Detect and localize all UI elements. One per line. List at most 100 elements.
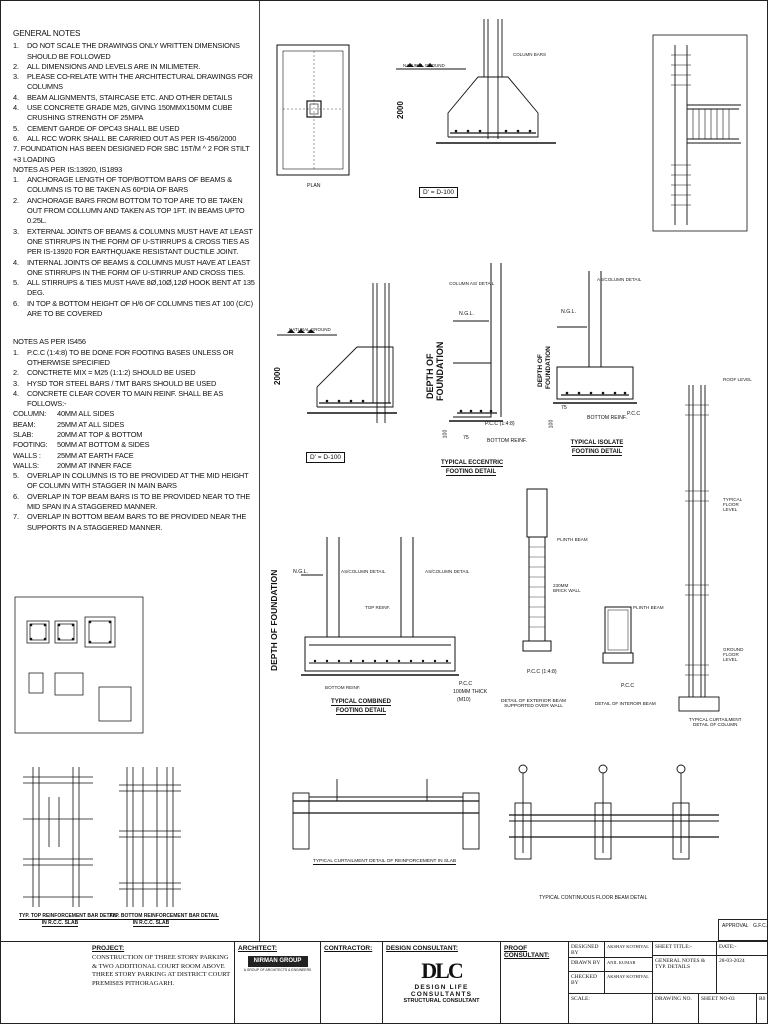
notes-panel: GENERAL NOTES 1.DO NOT SCALE THE DRAWING… <box>13 29 257 533</box>
note-number: 6. <box>13 298 19 308</box>
overlap-notes-list: 5.OVERLAP IN COLUMNS IS TO BE PROVIDED A… <box>13 471 257 533</box>
cover-row: FOOTING:50MM AT BOTTOM & SIDES <box>13 440 257 450</box>
dim-2000b-label: 2000 <box>273 367 282 385</box>
architect-sub: A GROUP OF ARCHITECTS & ENGINEERS <box>243 968 312 972</box>
typical-floor-label: TYPICAL FLOOR LEVEL <box>723 497 742 512</box>
interior-beam-drawing <box>602 606 634 664</box>
combined-footing-drawing <box>301 537 459 676</box>
cover-row: SLAB: 20MM AT TOP & BOTTOM <box>13 430 257 440</box>
dim-75-label: 75 <box>463 435 469 441</box>
is456-notes-list: 1.P.C.C (1:4:8) TO BE DONE FOR FOOTING B… <box>13 348 257 410</box>
date-label: DATE:- <box>717 942 768 956</box>
note-text: ANCHORAGE BARS FROM BOTTOM TO TOP ARE TO… <box>27 195 245 226</box>
note-item: 2.CONCTRETE MIX = M25 (1:1:2) SHOULD BE … <box>13 368 257 378</box>
note-item: 4. INTERNAL JOINTS OF BEAMS & COLUMNS MUS… <box>13 258 257 279</box>
note-item: 2. ANCHORAGE BARS FROM BOTTOM TO TOP ARE … <box>13 196 257 227</box>
note-item: 4.USE CONCRETE GRADE M25, GIVING 150MMX1… <box>13 103 257 124</box>
plinth-beam2-label: PLINTH BEAM <box>633 605 664 610</box>
cover-member: WALLS : <box>13 450 41 460</box>
cover-value: 20MM AT TOP & BOTTOM <box>57 429 143 439</box>
project-label: PROJECT: <box>92 945 125 952</box>
is13920-notes-list: 1.ANCHORAGE LENGTH OF TOP/BOTTOM BARS OF… <box>13 175 257 319</box>
note-item: 3.PLEASE CO-RELATE WITH THE ARCHITECTURA… <box>13 72 257 93</box>
note-item: 5.ALL STIRRUPS & TIES MUST HAVE 8Ø,10Ø,1… <box>13 278 257 299</box>
dim-100-label: 100 <box>442 429 449 439</box>
interior-beam-title: DETAIL OF INTEROIR BEAM <box>595 701 656 706</box>
architect-cell: ARCHITECT: NIRMAN GROUP A GROUP OF ARCHI… <box>235 942 321 1024</box>
depth-of-label-2: DEPTH OF <box>537 354 544 387</box>
d-eq-label: D' = D-100 <box>419 187 459 198</box>
pcc-label: P.C.C <box>627 411 641 417</box>
comb-col-label-1: AS/COLUMN DETAIL <box>341 569 386 574</box>
note-item: 6. IN TOP & BOTTOM HEIGHT OF H/6 OF COLUM… <box>13 299 257 320</box>
note-number: 2. <box>13 368 19 378</box>
note-text: ALL DIMENSIONS AND LEVELS ARE IN MILIMET… <box>27 61 201 71</box>
note-item: 3.HYSD TOR STEEL BARS / TMT BARS SHOULD … <box>13 379 257 389</box>
note-text: IN TOP & BOTTOM HEIGHT OF H/6 OF COLUMNS… <box>27 298 253 319</box>
note-number: 2. <box>13 61 19 71</box>
iso-column-label: AS/COLUMN DETAIL <box>597 277 642 282</box>
cover-value: 25MM AT ALL SIDES <box>57 419 125 429</box>
depth-comb-label: DEPTH OF FOUNDATION <box>269 569 279 671</box>
continuous-beam-title: TYPICAL CONTINUOUS FLOOR BEAM DETAIL <box>539 895 648 901</box>
contractor-cell: CONTRACTOR: <box>321 942 383 1024</box>
plinth-beam-label: PLINTH BEAM <box>557 537 588 542</box>
top-reinf-label: TOP REINF. <box>365 605 391 610</box>
revision: R0 <box>759 996 766 1002</box>
note-number: 2. <box>13 195 19 205</box>
approval-value: G.F.C. <box>753 923 768 929</box>
dim-100b-label: 100 <box>548 419 555 429</box>
note-text: HYSD TOR STEEL BARS / TMT BARS SHOULD BE… <box>27 378 217 388</box>
note-text: CONCRETE CLEAR COVER TO MAIN REINF. SHAL… <box>27 388 224 409</box>
pcc-100-label: P.C.C <box>459 681 473 687</box>
foundation-label: FOUNDATION <box>435 341 445 401</box>
note-item: 1.ANCHORAGE LENGTH OF TOP/BOTTOM BARS OF… <box>13 175 257 196</box>
cover-value: 20MM AT INNER FACE <box>57 460 132 470</box>
cover-row: BEAM: 25MM AT ALL SIDES <box>13 420 257 430</box>
note-text: EXTERNAL JOINTS OF BEAMS & COLUMNS MUST … <box>27 226 253 257</box>
cover-row: COLUMN:40MM ALL SIDES <box>13 409 257 419</box>
note-text: ALL RCC WORK SHALL BE CARRIED OUT AS PER… <box>27 133 237 143</box>
comb-col-label-2: AS/COLUMN DETAIL <box>425 569 470 574</box>
proof-consultant-cell: PROOF CONSULTANT: <box>501 942 569 1024</box>
design-consultant-sub: STRUCTURAL CONSULTANT <box>403 998 480 1004</box>
design-consultant-cell: DESIGN CONSULTANT: DLC DESIGN LIFE CONSU… <box>383 942 501 1024</box>
stirrup-sketches <box>14 596 144 734</box>
slab-bottom-reinforcement-sketch <box>119 767 181 907</box>
bottom-reinf2-label: BOTTOM REINF. <box>587 415 627 421</box>
eccentric-footing-drawing <box>449 263 503 422</box>
note-text: OVERLAP IN TOP BEAM BARS IS TO BE PROVID… <box>27 491 251 512</box>
cover-row: WALLS:20MM AT INNER FACE <box>13 461 257 471</box>
designed-by-label: DESIGNED BY <box>569 942 605 958</box>
depth-of-label: DEPTH OF <box>425 353 435 399</box>
note-number: 4. <box>13 388 19 398</box>
slab-top-reinforcement-sketch <box>23 767 93 907</box>
note-number: 1. <box>13 347 19 357</box>
note-number: 4. <box>13 257 19 267</box>
natural-ground-label-2: NATURAL GROUND <box>289 327 331 332</box>
note-item: 4.BEAM ALIGNMENTS, STAIRCASE ETC. AND OT… <box>13 93 257 103</box>
d-eq2-label: D' = D-100 <box>306 452 346 463</box>
note-item: 7.OVERLAP IN BOTTOM BEAM BARS TO BE PROV… <box>13 512 257 533</box>
cover-member: BEAM: <box>13 419 36 429</box>
dlc-logo: DLC <box>421 958 463 983</box>
column-bars-label: COLUMN BARS <box>513 52 547 57</box>
cover-member: SLAB: <box>13 429 34 439</box>
pcc-148-label: P.C.C (1:4:8) <box>485 421 515 427</box>
checked-by: AKSHAY KOTHIYAL <box>605 972 653 994</box>
drawing-no-label: DRAWING NO. <box>653 994 699 1024</box>
note-text: INTERNAL JOINTS OF BEAMS & COLUMNS MUST … <box>27 257 251 277</box>
designed-by: AKSHAY KOTHIYAL <box>605 942 653 958</box>
drawn-by: ANIL KUMAR <box>605 958 653 972</box>
note-item: 6.ALL RCC WORK SHALL BE CARRIED OUT AS P… <box>13 134 257 144</box>
note-text: OVERLAP IN COLUMNS IS TO BE PROVIDED AT … <box>27 471 249 491</box>
general-notes-title: GENERAL NOTES <box>13 29 81 38</box>
is13920-title: NOTES AS PER IS:13920, IS1893 <box>13 164 123 174</box>
architect-label: ARCHITECT: <box>238 945 277 952</box>
beam-column-joint-detail <box>652 34 748 232</box>
note-item: 3.EXTERNAL JOINTS OF BEAMS & COLUMNS MUS… <box>13 227 257 258</box>
